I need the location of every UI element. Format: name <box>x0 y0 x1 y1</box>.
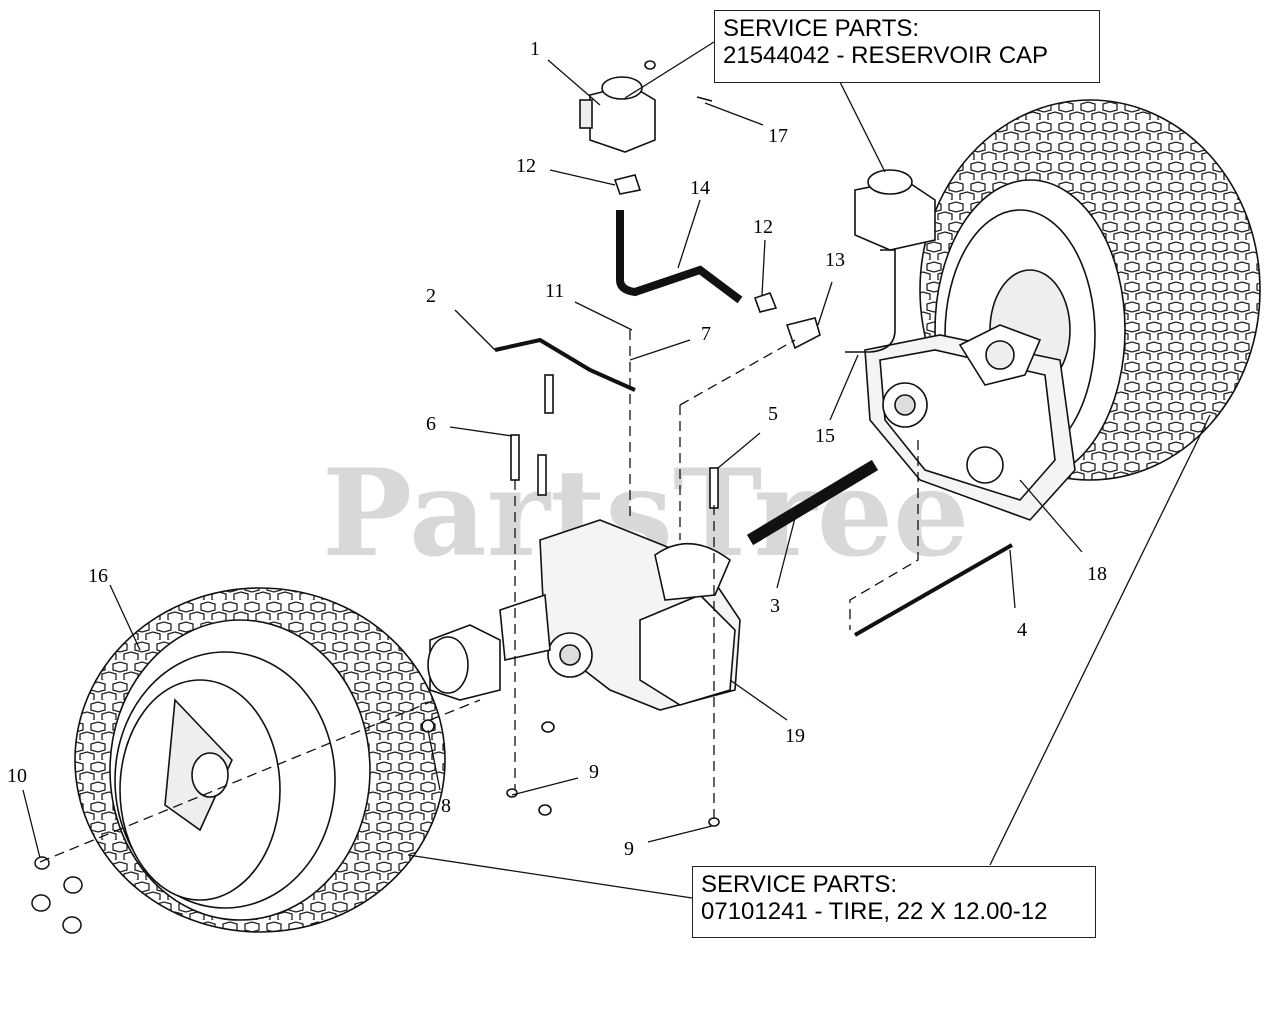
assembly-lines <box>39 330 919 863</box>
right-reservoir <box>845 169 936 353</box>
callout-11: 11 <box>545 280 564 302</box>
callout-6: 6 <box>426 413 436 435</box>
callout-1: 1 <box>530 38 540 60</box>
leader-lines <box>22 41 1211 899</box>
callout-numbers: 1 2 3 4 5 6 7 8 9 9 10 11 12 12 13 14 15… <box>7 38 1107 860</box>
callout-12a: 12 <box>516 155 536 177</box>
service-parts-part-number: 21544042 - RESERVOIR CAP <box>723 42 1049 69</box>
callout-4: 4 <box>1017 619 1027 641</box>
callout-8: 8 <box>441 795 451 817</box>
callout-3: 3 <box>770 595 780 617</box>
callout-7: 7 <box>701 323 711 345</box>
small-parts <box>421 60 1013 827</box>
left-transaxle <box>427 519 741 711</box>
callout-5: 5 <box>768 403 778 425</box>
callout-9a: 9 <box>589 761 599 783</box>
callout-2: 2 <box>426 285 436 307</box>
service-parts-heading: SERVICE PARTS: <box>701 871 898 898</box>
wheel-nuts <box>31 856 83 934</box>
callout-13: 13 <box>825 249 845 271</box>
callout-18: 18 <box>1087 563 1107 585</box>
callout-17: 17 <box>768 125 788 147</box>
left-reservoir <box>579 76 656 153</box>
service-parts-part-number: 07101241 - TIRE, 22 X 12.00-12 <box>701 898 1048 925</box>
left-tire <box>74 587 446 933</box>
service-parts-box-reservoir: SERVICE PARTS: 21544042 - RESERVOIR CAP <box>714 10 1100 83</box>
service-parts-heading: SERVICE PARTS: <box>723 15 920 42</box>
callout-15: 15 <box>815 425 835 447</box>
callout-16: 16 <box>88 565 108 587</box>
callout-9b: 9 <box>624 838 634 860</box>
callout-10: 10 <box>7 765 27 787</box>
callout-14: 14 <box>690 177 710 199</box>
service-parts-box-tire: SERVICE PARTS: 07101241 - TIRE, 22 X 12.… <box>692 866 1096 938</box>
callout-12b: 12 <box>753 216 773 238</box>
callout-19: 19 <box>785 725 805 747</box>
